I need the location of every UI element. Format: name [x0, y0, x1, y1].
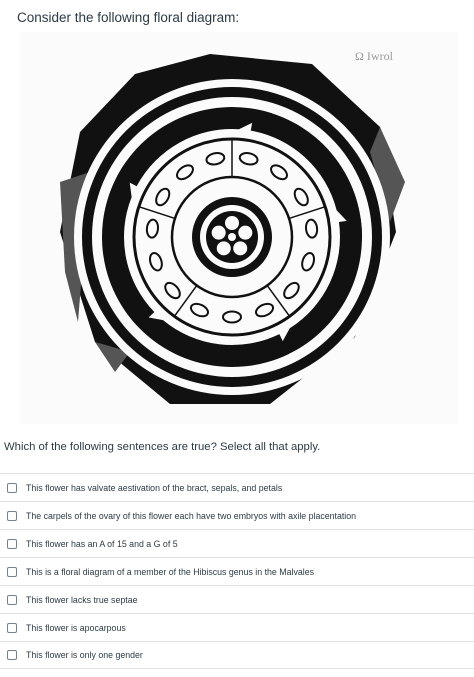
- answer-option[interactable]: This is a floral diagram of a member of …: [0, 557, 474, 585]
- septum-line: [173, 285, 198, 317]
- anther: [189, 302, 209, 318]
- floral-diagram-image: Ω Iwrol: [20, 32, 458, 424]
- answer-option[interactable]: This flower lacks true septae: [0, 585, 474, 613]
- option-label: The carpels of the ovary of this flower …: [26, 510, 357, 521]
- answer-options: This flower has valvate aestivation of t…: [0, 473, 474, 669]
- answer-option[interactable]: This flower has an A of 15 and a G of 5: [0, 529, 474, 557]
- anther: [148, 251, 163, 272]
- anther: [176, 164, 194, 181]
- checkbox[interactable]: [7, 538, 17, 549]
- checkbox[interactable]: [7, 594, 17, 605]
- carpel: [211, 225, 226, 240]
- septum-line: [266, 285, 291, 317]
- answer-option[interactable]: This flower is only one gender: [0, 641, 474, 669]
- anther: [155, 187, 171, 207]
- carpel: [233, 241, 248, 256]
- checkbox[interactable]: [7, 650, 17, 660]
- anther: [164, 281, 181, 300]
- option-label: This is a floral diagram of a member of …: [26, 566, 314, 577]
- anther: [238, 152, 259, 166]
- septum-line: [288, 206, 326, 220]
- anther: [270, 164, 288, 181]
- carpel: [225, 216, 239, 230]
- anther: [293, 187, 309, 207]
- carpel: [216, 241, 231, 256]
- option-label: This flower is apocarpous: [26, 622, 126, 633]
- answer-option[interactable]: This flower has valvate aestivation of t…: [0, 473, 474, 501]
- anther: [255, 302, 275, 318]
- checkbox[interactable]: [7, 510, 17, 521]
- question-prompt: Consider the following floral diagram:: [17, 10, 240, 25]
- checkbox[interactable]: [7, 566, 17, 577]
- petal: [101, 160, 155, 328]
- answer-option[interactable]: This flower is apocarpous: [0, 613, 474, 641]
- option-label: This flower is only one gender: [26, 650, 143, 660]
- petal: [126, 313, 289, 368]
- option-label: This flower lacks true septae: [26, 594, 138, 605]
- option-label: This flower has valvate aestivation of t…: [26, 482, 283, 493]
- anther: [145, 218, 159, 239]
- svg-text:Ω Iwrol: Ω Iwrol: [355, 49, 394, 63]
- answer-option[interactable]: The carpels of the ovary of this flower …: [0, 501, 474, 529]
- petal: [117, 107, 273, 187]
- bracteole-right: [370, 127, 405, 222]
- anther: [283, 281, 300, 300]
- question-text: Which of the following sentences are tru…: [4, 441, 321, 453]
- petal: [272, 218, 363, 361]
- anther: [222, 310, 242, 324]
- checkbox[interactable]: [7, 482, 17, 493]
- carpel: [238, 225, 253, 240]
- option-label: This flower has an A of 15 and a G of 5: [26, 538, 178, 549]
- anther: [301, 251, 316, 272]
- septum-line: [138, 206, 176, 220]
- anther: [205, 152, 226, 166]
- anther: [305, 218, 319, 239]
- checkbox[interactable]: [7, 622, 17, 633]
